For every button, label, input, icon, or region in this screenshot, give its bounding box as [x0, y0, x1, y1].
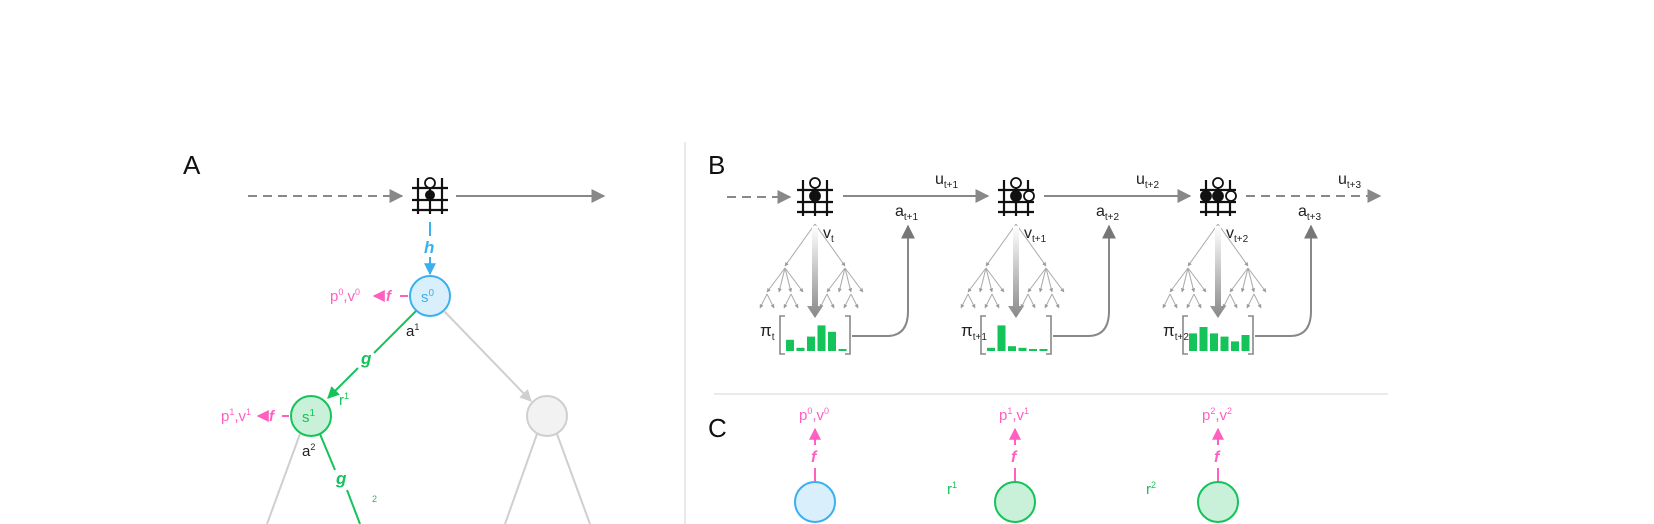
- prediction-label: p0,v0: [799, 406, 829, 424]
- reward-u-label: ut+1: [935, 171, 959, 191]
- value-v-label: vt+1: [1024, 225, 1047, 245]
- prediction-p1-v1: p1,v1: [221, 407, 251, 425]
- policy-bar: [786, 339, 794, 351]
- reward-u-label: ut+3: [1338, 171, 1362, 191]
- prediction-p0-v0: p0,v0: [330, 287, 360, 305]
- tree-branch-rr: [556, 433, 591, 524]
- search-result-arrow: [1210, 226, 1226, 318]
- policy-bar: [1039, 349, 1048, 351]
- policy-bar: [1241, 335, 1250, 351]
- f-function-label: f: [1011, 449, 1018, 466]
- svg-text:s1: s1: [302, 408, 316, 426]
- policy-bar: [1210, 333, 1218, 351]
- action-selection-arrow: [1255, 224, 1318, 337]
- state-node: [1197, 481, 1239, 523]
- policy-bar: [1029, 349, 1037, 351]
- step-1: ut+2 at+2 vt+1 πt+1: [960, 171, 1192, 355]
- action-selection-arrow: [852, 224, 915, 337]
- f0-function-label: f: [386, 288, 393, 305]
- panel-label-b: B: [708, 150, 725, 180]
- g2-function-label: g: [335, 469, 347, 488]
- go-board-icon: [410, 176, 450, 216]
- policy-bracket-left: [779, 315, 785, 355]
- action-a1-label: a1: [406, 322, 419, 340]
- unroll-step-1: p1,v1 f: [994, 406, 1036, 523]
- f1-function-label: f: [269, 408, 276, 425]
- state-node-unexpanded: [526, 395, 568, 437]
- g1-line-top: [373, 310, 417, 354]
- go-board-icon: [795, 177, 835, 218]
- panel-label-a: A: [183, 150, 201, 180]
- state-node: [794, 481, 836, 523]
- policy-bar: [817, 325, 826, 351]
- step-0: ut+1 at+1 vt πt: [759, 171, 990, 355]
- policy-bar: [796, 347, 805, 351]
- search-result-arrow: [1008, 226, 1024, 318]
- reward-r1-label: r1: [947, 480, 957, 498]
- svg-text:s0: s0: [421, 288, 435, 306]
- value-v-label: vt: [823, 225, 834, 245]
- policy-bar: [1220, 336, 1229, 351]
- policy-bar: [1008, 346, 1016, 351]
- reward-r1-label: r1: [339, 391, 349, 409]
- policy-bar: [987, 347, 995, 351]
- reward-r2-label: r2: [1146, 480, 1156, 498]
- value-v-label: vt+2: [1226, 225, 1249, 245]
- reward-u-label: ut+2: [1136, 171, 1160, 191]
- g2-line-top: [319, 433, 336, 471]
- prediction-label: p2,v2: [1202, 406, 1232, 424]
- step-2: ut+3 at+3 vt+2 πt+2: [1162, 171, 1382, 355]
- policy-bracket-right: [1046, 315, 1052, 355]
- policy-bar: [838, 349, 847, 351]
- action-a2-label: a2: [302, 442, 315, 460]
- policy-pi-label: πt: [760, 321, 775, 343]
- f-function-label: f: [1214, 449, 1221, 466]
- policy-bar: [1199, 327, 1208, 351]
- policy-bracket-right: [1248, 315, 1254, 355]
- panel-c-unroll: p0,v0 f p1,v1 f p2,v2 f r1 r2: [794, 406, 1239, 523]
- action-a-label: at+1: [895, 203, 919, 223]
- policy-bracket-right: [845, 315, 851, 355]
- panel-label-c: C: [708, 413, 727, 443]
- state-node-s0: s0: [409, 275, 451, 317]
- unroll-step-2: p2,v2 f: [1197, 406, 1239, 523]
- search-result-arrow: [807, 226, 823, 318]
- policy-bracket-left: [980, 315, 986, 355]
- tree-branch-s1-left: [266, 433, 301, 524]
- policy-bar: [997, 325, 1006, 351]
- state-node-s1: s1: [290, 395, 332, 437]
- f-function-label: f: [811, 449, 818, 466]
- action-selection-arrow: [1053, 224, 1116, 337]
- search-tree: [1162, 223, 1267, 309]
- policy-bar: [1231, 341, 1239, 351]
- unroll-step-0: p0,v0 f: [794, 406, 836, 523]
- policy-bar: [1018, 347, 1027, 351]
- state-node: [994, 481, 1036, 523]
- tree-branch-rl: [504, 433, 538, 524]
- policy-pi-label: πt+2: [1163, 321, 1189, 343]
- panel-b-steps: ut+1 at+1 vt πt ut+2 at+2 vt+1 πt+1 ut+3 at+3 vt+2…: [759, 171, 1382, 355]
- g1-arrow: [327, 367, 359, 399]
- search-tree: [759, 223, 864, 309]
- prediction-label: p1,v1: [999, 406, 1029, 424]
- policy-bar: [1189, 333, 1197, 351]
- tree-branch-right: [443, 310, 532, 402]
- g1-function-label: g: [360, 349, 372, 368]
- policy-bracket-left: [1182, 315, 1188, 355]
- policy-bar: [828, 331, 836, 351]
- policy-pi-label: πt+1: [961, 321, 987, 343]
- policy-bar: [807, 336, 815, 351]
- action-a-label: at+2: [1096, 203, 1120, 223]
- h-function-label: h: [424, 238, 434, 257]
- go-board-icon: [996, 177, 1036, 218]
- search-tree: [960, 223, 1065, 309]
- action-a-label: at+3: [1298, 203, 1322, 223]
- go-board-icon: [1198, 177, 1238, 218]
- g2-line-bottom: [346, 489, 361, 524]
- reward-r2-sup: 2: [372, 494, 377, 504]
